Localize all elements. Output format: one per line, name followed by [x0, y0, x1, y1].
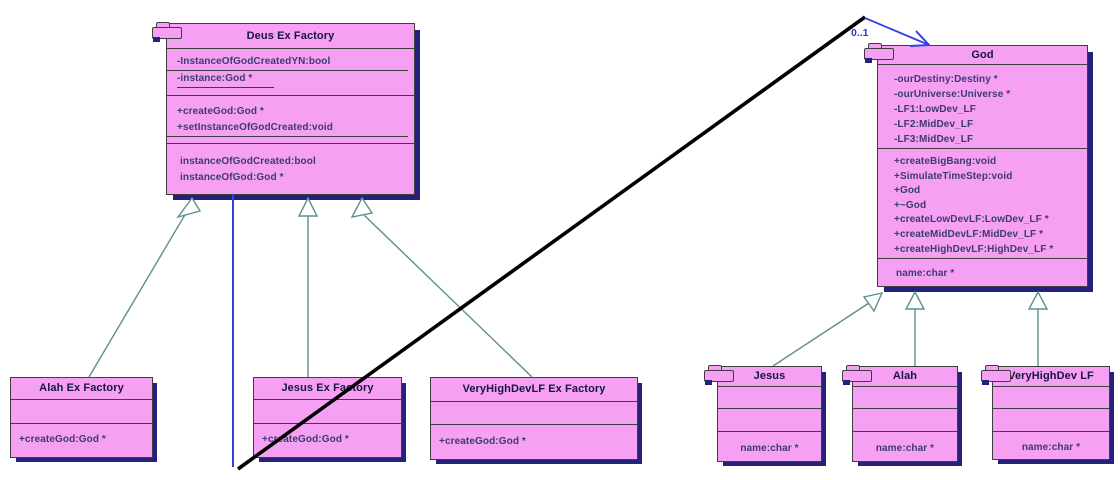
- generalization-arrowhead-icon: [297, 196, 319, 217]
- method: +createMidDevLF:MidDev_LF *: [894, 228, 1044, 240]
- class-icon-bar: [152, 27, 182, 39]
- class-icon: [704, 365, 734, 385]
- method: +createGod:God *: [439, 436, 526, 447]
- class-title: Alah: [892, 370, 918, 382]
- class-title: VeryHighDevLF Ex Factory: [462, 383, 606, 395]
- method: +createGod:God *: [177, 106, 264, 117]
- class-icon: [981, 365, 1011, 385]
- property: name:char *: [1021, 442, 1081, 453]
- attribute: -ourDestiny:Destiny *: [894, 74, 998, 85]
- class-icon-dot: [153, 37, 160, 42]
- generalization-edge-vhdef-deus[interactable]: [363, 214, 533, 378]
- properties-compartment: name:char *: [878, 258, 1087, 288]
- class-title: Alah Ex Factory: [39, 382, 124, 394]
- property: name:char *: [740, 443, 799, 454]
- class-veryhighdevlf-ex-factory[interactable]: VeryHighDevLF Ex Factory +createGod:God …: [430, 377, 638, 460]
- generalization-arrowhead-icon: [176, 196, 202, 219]
- attributes-compartment: [254, 399, 401, 423]
- methods-compartment: [853, 408, 957, 431]
- generalization-arrowhead-icon: [350, 196, 374, 218]
- class-deus-ex-factory[interactable]: Deus Ex Factory -InstanceOfGodCreatedYN:…: [166, 23, 415, 195]
- generalization-arrowhead-icon: [862, 292, 884, 313]
- class-icon-bar: [981, 370, 1011, 382]
- method: +createGod:God *: [19, 434, 106, 445]
- attributes-compartment: -ourDestiny:Destiny * -ourUniverse:Unive…: [878, 64, 1087, 148]
- properties-compartment: instanceOfGodCreated:bool instanceOfGod:…: [167, 143, 414, 196]
- class-jesus-ex-factory[interactable]: Jesus Ex Factory +createGod:God *: [253, 377, 402, 458]
- property: name:char *: [875, 443, 935, 454]
- methods-compartment: +createGod:God *: [254, 423, 401, 459]
- attribute: -instance:God *: [167, 71, 414, 88]
- class-icon-dot: [705, 380, 712, 385]
- class-title: VeryHighDev LF: [1008, 370, 1094, 382]
- property: instanceOfGodCreated:bool: [180, 156, 316, 167]
- methods-compartment: [993, 408, 1109, 431]
- methods-compartment: +createGod:God *: [11, 423, 152, 459]
- class-icon-dot: [982, 380, 989, 385]
- attribute: -InstanceOfGodCreatedYN:bool: [167, 54, 408, 71]
- methods-compartment: +createBigBang:void +SimulateTimeStep:vo…: [878, 148, 1087, 258]
- attribute: -LF2:MidDev_LF: [894, 119, 974, 130]
- method: +createBigBang:void: [894, 156, 997, 167]
- class-title: God: [971, 49, 994, 61]
- association-multiplicity-label: 0..1: [851, 27, 869, 39]
- generalization-arrowhead-icon: [904, 290, 926, 310]
- method: +createHighDevLF:HighDev_LF *: [894, 243, 1054, 255]
- attributes-compartment: -InstanceOfGodCreatedYN:bool -instance:G…: [167, 48, 414, 95]
- methods-compartment: +createGod:God *: [431, 424, 637, 461]
- generalization-edge-alahef-deus[interactable]: [88, 212, 187, 378]
- class-veryhighdev-lf[interactable]: VeryHighDev LF name:char *: [992, 366, 1110, 460]
- attributes-compartment: [718, 386, 821, 408]
- class-title: Jesus Ex Factory: [281, 382, 374, 394]
- method: +createGod:God *: [262, 434, 349, 445]
- class-icon: [842, 365, 872, 385]
- properties-compartment: name:char *: [993, 431, 1109, 461]
- class-icon: [864, 43, 894, 63]
- attributes-compartment: [431, 401, 637, 424]
- attribute: -LF1:LowDev_LF: [894, 104, 976, 115]
- methods-compartment: [718, 408, 821, 431]
- class-god[interactable]: God -ourDestiny:Destiny * -ourUniverse:U…: [877, 45, 1088, 287]
- property: name:char *: [896, 268, 955, 279]
- class-title: Deus Ex Factory: [246, 30, 335, 42]
- method: +createLowDevLF:LowDev_LF *: [894, 214, 1049, 226]
- attributes-compartment: [993, 386, 1109, 408]
- association-arrowhead-icon: [909, 30, 932, 47]
- attribute: -LF3:MidDev_LF: [894, 134, 974, 145]
- class-alah-ex-factory[interactable]: Alah Ex Factory +createGod:God *: [10, 377, 153, 458]
- method: +God: [894, 185, 921, 197]
- class-icon: [152, 22, 182, 42]
- generalization-edge-jesus-god[interactable]: [772, 302, 870, 367]
- generalization-arrowhead-icon: [1027, 290, 1049, 310]
- method: +SimulateTimeStep:void: [894, 170, 1013, 182]
- class-alah[interactable]: Alah name:char *: [852, 366, 958, 462]
- property: instanceOfGod:God *: [180, 172, 284, 183]
- attribute: -ourUniverse:Universe *: [894, 89, 1011, 100]
- properties-compartment: name:char *: [853, 431, 957, 463]
- association-edge-segment-to-god[interactable]: [864, 17, 930, 46]
- attributes-compartment: [853, 386, 957, 408]
- properties-compartment: name:char *: [718, 431, 821, 463]
- class-icon-dot: [843, 380, 850, 385]
- method: +setInstanceOfGodCreated:void: [167, 120, 408, 137]
- attributes-compartment: [11, 399, 152, 423]
- methods-compartment: +createGod:God * +setInstanceOfGodCreate…: [167, 95, 414, 143]
- class-icon-dot: [865, 58, 872, 63]
- method: +~God: [894, 199, 927, 211]
